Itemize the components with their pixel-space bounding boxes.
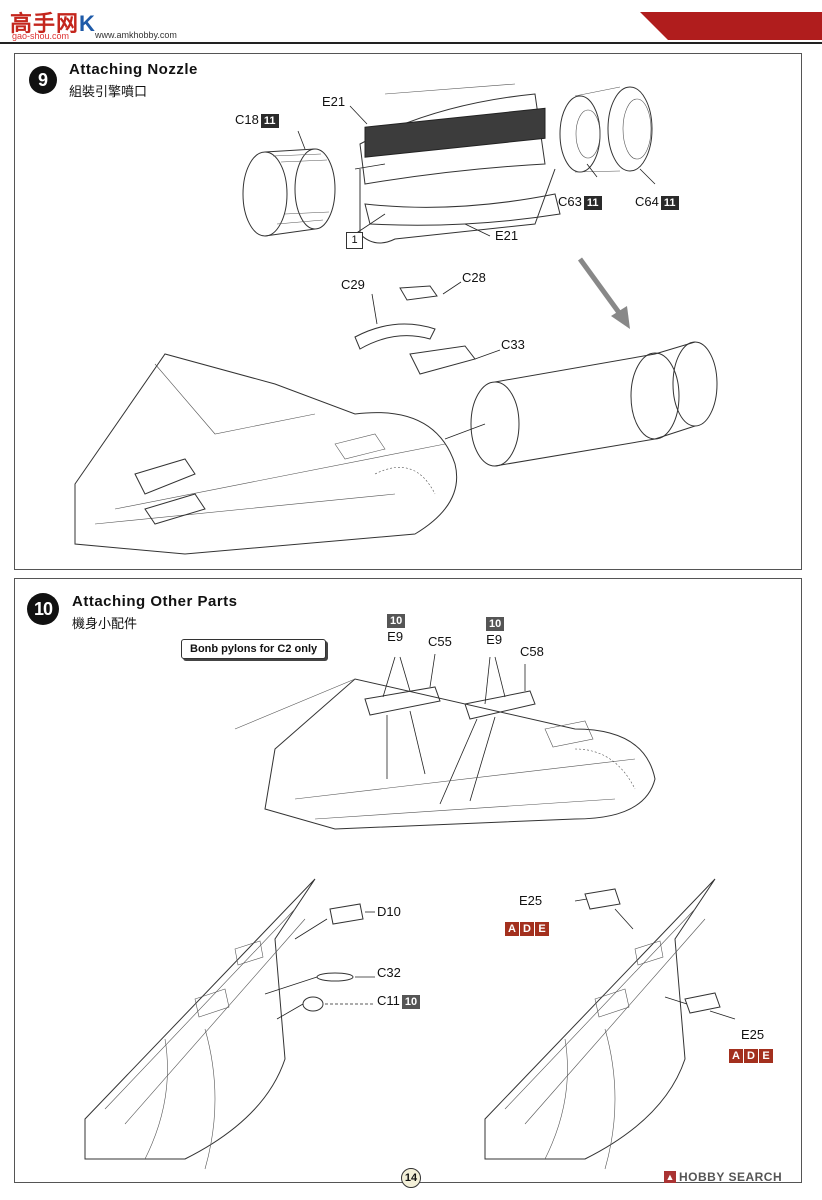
part-c63: C63 [558, 194, 582, 209]
label-c33: C33 [501, 337, 525, 352]
paint-chip-e-bottom: E [759, 1049, 773, 1063]
fuselage-e21-drawing [359, 83, 561, 244]
step-10-number: 10 [27, 593, 59, 625]
site-logo: 高手网K [10, 6, 96, 38]
paint-badge-c63: 11 [583, 196, 602, 210]
label-e25-bottom: E25 [741, 1027, 765, 1042]
label-e9-left: 10 E9 [385, 611, 406, 644]
part-e9-left: E9 [387, 629, 404, 644]
label-e25-top: E25 [519, 893, 543, 908]
step-10-subtitle: 機身小配件 [72, 617, 138, 632]
brand-mark: K [79, 11, 96, 36]
paint-badge-c11: 10 [401, 995, 421, 1009]
logo-glyphs: 高手网 [10, 11, 80, 36]
step-9-title: Attaching Nozzle [69, 61, 198, 78]
logo-subtitle: gao-shou.com [12, 31, 70, 41]
turbine-c63-c64-drawing [559, 86, 653, 173]
paint-badge-e9-right: 10 [486, 617, 505, 631]
label-c29: C29 [341, 277, 365, 292]
label-e21-bottom: E21 [495, 228, 519, 243]
other-parts-illustration [84, 653, 736, 1170]
label-c58: C58 [520, 644, 544, 659]
label-c55: C55 [428, 634, 452, 649]
step-10-panel: 10 Attaching Other Parts 機身小配件 Bonb pylo… [14, 578, 802, 1183]
step-10-title: Attaching Other Parts [72, 593, 238, 610]
paint-badge-e9-left: 10 [387, 614, 406, 628]
nozzle-c18-drawing [242, 148, 336, 237]
part-c11: C11 [377, 993, 400, 1008]
paint-chip-e-top: E [535, 922, 549, 936]
hobby-search-logo-icon: ▲ [664, 1171, 676, 1183]
label-c32: C32 [377, 965, 401, 980]
paint-chip-d-top: D [520, 922, 534, 936]
brand-url: www.amkhobby.com [95, 30, 177, 40]
hobby-search-watermark: ▲ HOBBY SEARCH [664, 1170, 782, 1184]
ref-marker-1: 1 [346, 232, 363, 249]
label-e9-right: 10 E9 [484, 614, 505, 647]
part-c64: C64 [635, 194, 659, 209]
label-e21-top: E21 [322, 94, 346, 109]
header: 高手网K gao-shou.com www.amkhobby.com [0, 0, 822, 46]
step-9-panel: 9 Attaching Nozzle 組裝引擎噴口 [14, 53, 802, 570]
part-e9-right: E9 [486, 632, 503, 647]
step-9-number: 9 [29, 66, 57, 94]
label-c28: C28 [462, 270, 486, 285]
paint-chip-a-bottom: A [729, 1049, 743, 1063]
pylon-note: Bonb pylons for C2 only [181, 639, 327, 659]
watermark-text: HOBBY SEARCH [679, 1170, 783, 1184]
part-c18: C18 [235, 112, 259, 127]
nozzle-assembly-illustration [74, 83, 718, 555]
label-d10: D10 [377, 904, 401, 919]
paint-badge-c18: 11 [260, 114, 279, 128]
paint-chip-a-top: A [505, 922, 519, 936]
paint-chip-d-bottom: D [744, 1049, 758, 1063]
page-number: 14 [401, 1168, 421, 1188]
paint-badge-c64: 11 [660, 196, 679, 210]
header-accent [0, 12, 822, 44]
step-9-subtitle: 組裝引擎噴口 [69, 85, 148, 100]
